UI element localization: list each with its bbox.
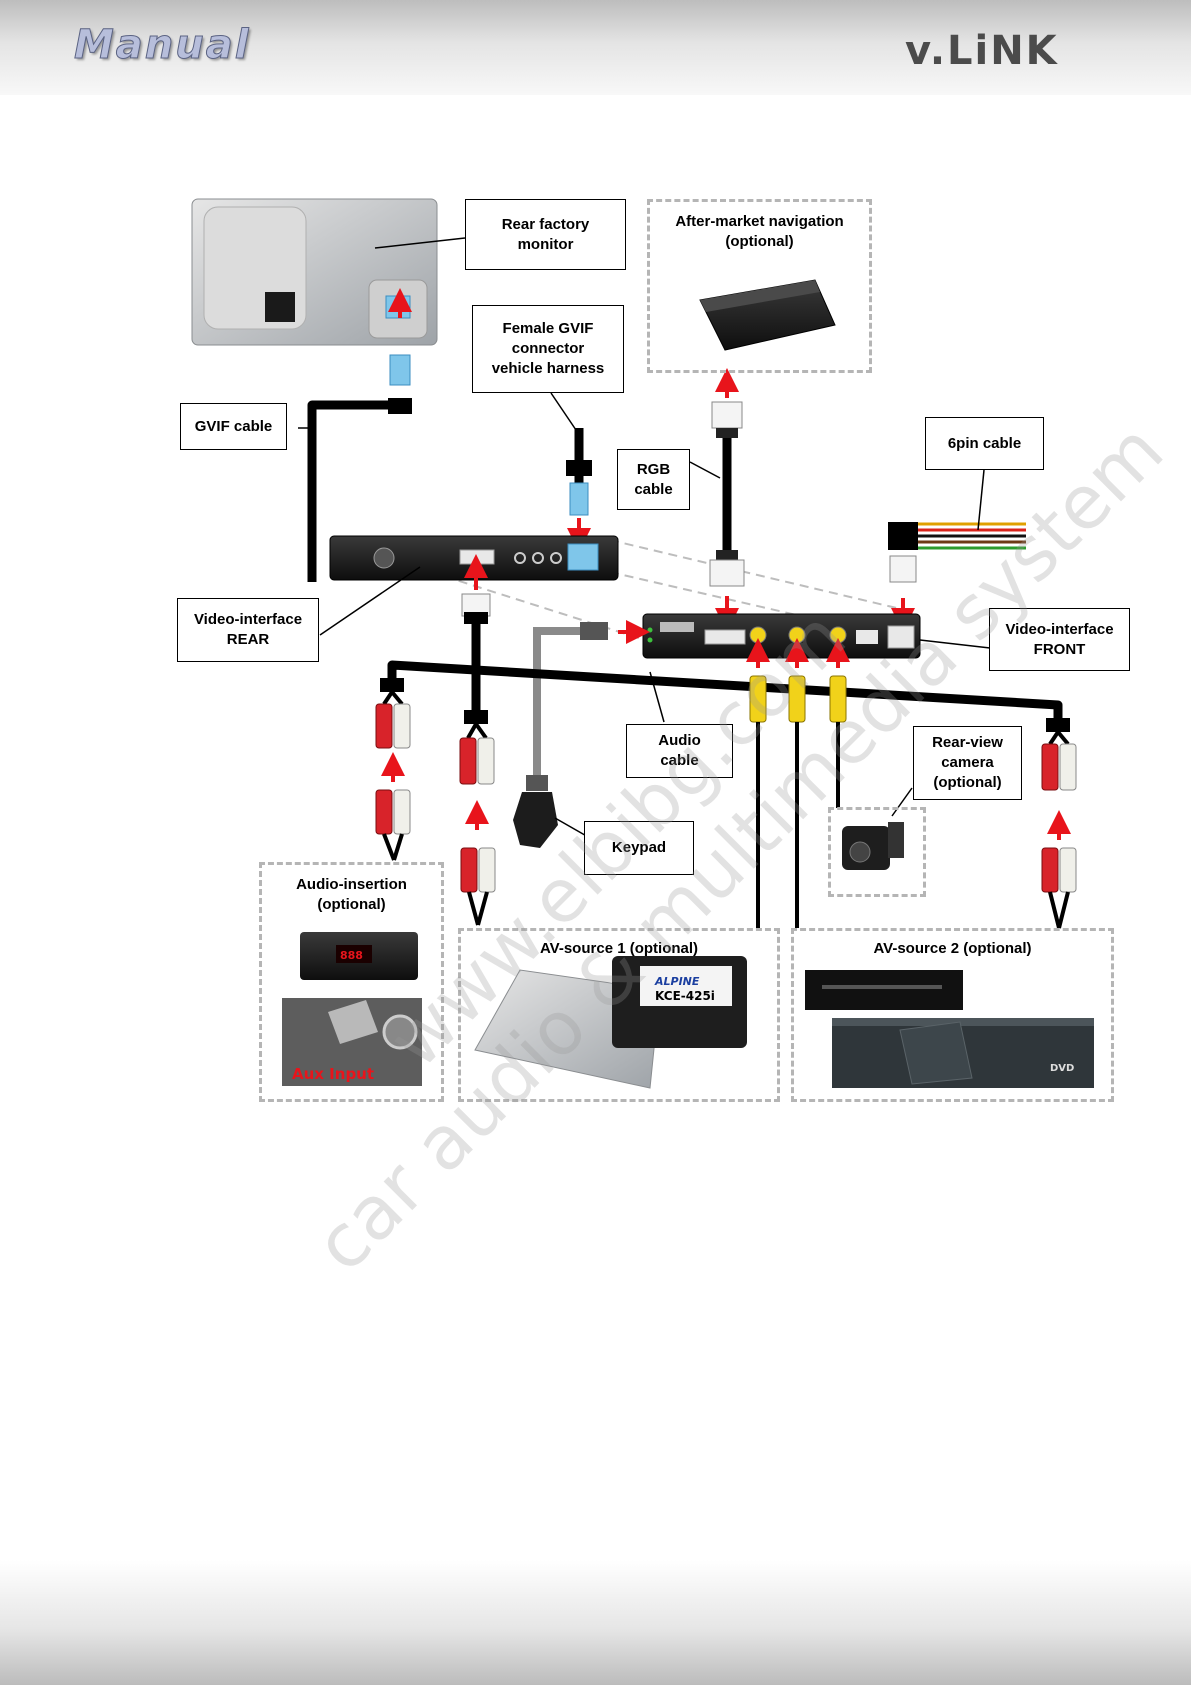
display-digits: 888 bbox=[340, 949, 363, 962]
aux-input-label: Aux Input bbox=[292, 1065, 375, 1083]
rgb-cable bbox=[709, 368, 745, 632]
rca-plugs-av-source-2 bbox=[1041, 730, 1077, 929]
av-source-1-devices bbox=[474, 956, 747, 1089]
kce-model-text: KCE-425i bbox=[655, 989, 715, 1003]
page-footer bbox=[0, 1560, 1191, 1685]
six-pin-cable-label: 6pin cable bbox=[925, 417, 1044, 470]
rear-view-camera-label: Rear-view camera (optional) bbox=[913, 726, 1022, 800]
dvd-text: DVD bbox=[1050, 1063, 1075, 1074]
av-source-2-devices bbox=[805, 970, 1094, 1088]
female-gvif-harness bbox=[550, 392, 592, 552]
audio-insertion-title: Audio-insertion (optional) bbox=[296, 876, 407, 913]
audio-insertion-devices bbox=[282, 932, 422, 1086]
page-header: Manual v.LiNK bbox=[0, 0, 1191, 95]
vlink-logo: v.LiNK bbox=[905, 28, 1059, 74]
gvif-cable bbox=[307, 400, 400, 582]
rear-factory-monitor-label: Rear factory monitor bbox=[465, 199, 626, 270]
video-interface-front-device bbox=[642, 613, 921, 659]
alpine-logo-text: ALPINE bbox=[655, 975, 700, 988]
keypad-label: Keypad bbox=[584, 821, 694, 875]
aftermarket-navigation-group: After-market navigation (optional) bbox=[647, 199, 872, 373]
rca-video-plugs bbox=[746, 638, 850, 928]
rear-view-camera-group bbox=[828, 807, 926, 897]
six-pin-cable bbox=[888, 522, 1026, 632]
gvif-plug bbox=[389, 354, 411, 386]
gvif-cable-label: GVIF cable bbox=[180, 403, 287, 450]
video-interface-rear-label: Video-interface REAR bbox=[177, 598, 319, 662]
female-gvif-connector-label: Female GVIF connector vehicle harness bbox=[472, 305, 624, 393]
rear-factory-monitor-device bbox=[191, 198, 438, 346]
keypad-cable bbox=[513, 622, 608, 848]
rca-plugs-av-source-1 bbox=[459, 722, 496, 926]
av-source-2-group: AV-source 2 (optional) DVD bbox=[791, 928, 1114, 1102]
aftermarket-navigation-title: After-market navigation (optional) bbox=[675, 213, 844, 250]
rgb-cable-label: RGB cable bbox=[617, 449, 690, 510]
audio-cable-label: Audio cable bbox=[626, 724, 733, 778]
rear-view-camera-device bbox=[842, 822, 904, 870]
aftermarket-navigation-device bbox=[699, 279, 836, 351]
rca-plugs-audio-insertion bbox=[375, 690, 411, 861]
av-source-1-title: AV-source 1 (optional) bbox=[539, 940, 699, 957]
av-source-1-group: AV-source 1 (optional) ALPINE KCE-425i bbox=[458, 928, 780, 1102]
video-interface-front-label: Video-interface FRONT bbox=[989, 608, 1130, 671]
av-source-2-title: AV-source 2 (optional) bbox=[873, 940, 1032, 957]
audio-insertion-group: Audio-insertion (optional) Aux Input 888 bbox=[259, 862, 444, 1102]
manual-logo: Manual bbox=[73, 22, 251, 69]
